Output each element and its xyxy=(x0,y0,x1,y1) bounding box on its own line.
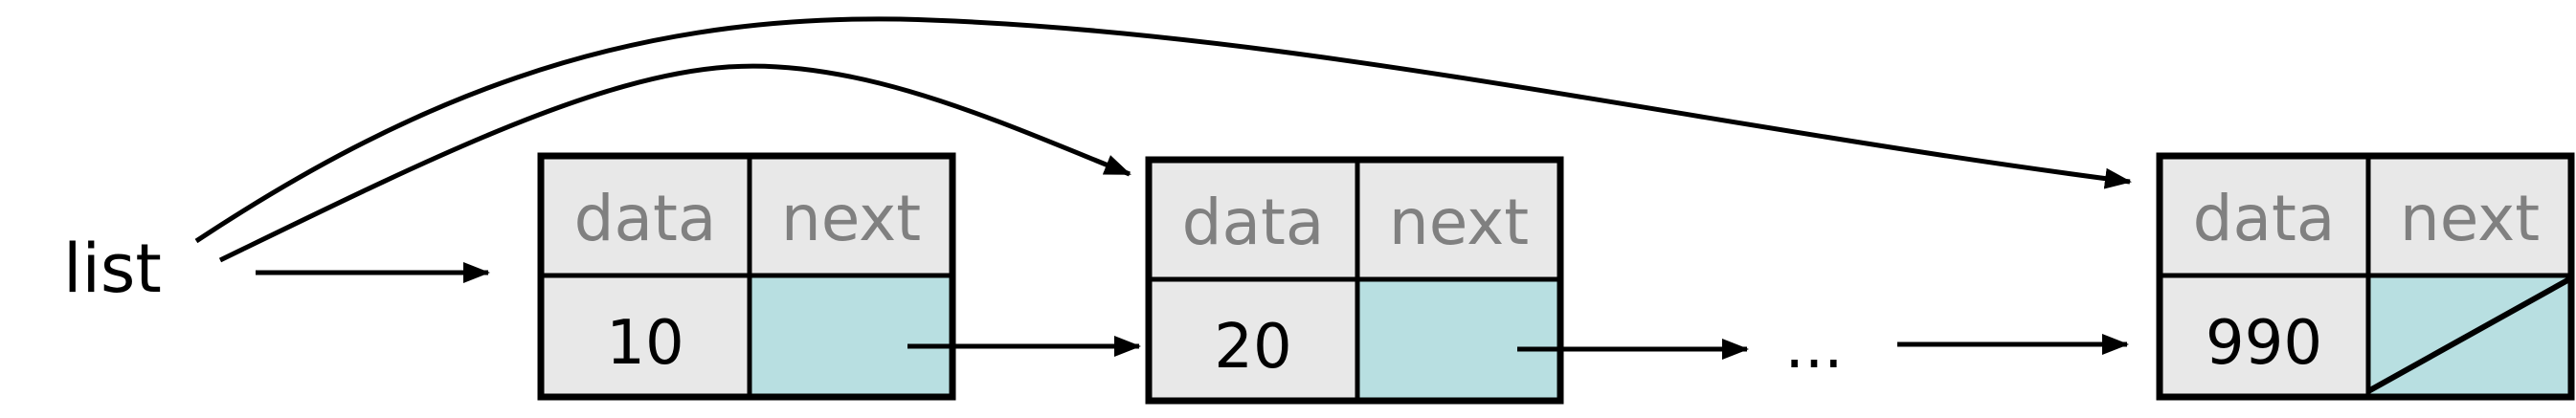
node-2-header-data-cell xyxy=(1149,160,1357,279)
node-1-header-next-cell xyxy=(750,156,952,275)
ellipsis-gap: ... xyxy=(1784,312,1843,383)
node-2-data-cell xyxy=(1149,279,1357,401)
node-1-value: 10 xyxy=(606,308,683,379)
node-1-header-data-cell xyxy=(541,156,750,275)
list-variable-label: list xyxy=(63,230,162,308)
node-3-data-cell xyxy=(2160,275,2368,397)
node-1-data-cell xyxy=(541,275,750,397)
node-1: data next 10 xyxy=(537,152,956,401)
node-1-data-label: data xyxy=(574,182,717,255)
node-3-null-slash xyxy=(2366,276,2571,394)
node-2: data next 20 xyxy=(1145,156,1564,405)
node-3-header-data-cell xyxy=(2160,156,2368,275)
node-3-header-next-cell xyxy=(2368,156,2571,275)
node-1-next-label: next xyxy=(781,182,921,255)
node-3-value: 990 xyxy=(2206,308,2322,379)
list-curve-to-node-3-arrow xyxy=(194,16,2132,244)
node-2-value: 20 xyxy=(1214,312,1291,383)
node-2-next-label: next xyxy=(1389,186,1529,259)
list-curve-to-node-2-arrow xyxy=(218,63,1131,263)
node-3-next-label: next xyxy=(2400,182,2540,255)
node-3-data-label: data xyxy=(2193,182,2336,255)
node-3: data next 990 xyxy=(2156,152,2575,401)
node-2-header-next-cell xyxy=(1357,160,1560,279)
node-2-next-cell xyxy=(1357,279,1560,401)
node-2-data-label: data xyxy=(1182,186,1325,259)
node-1-next-cell xyxy=(750,275,952,397)
